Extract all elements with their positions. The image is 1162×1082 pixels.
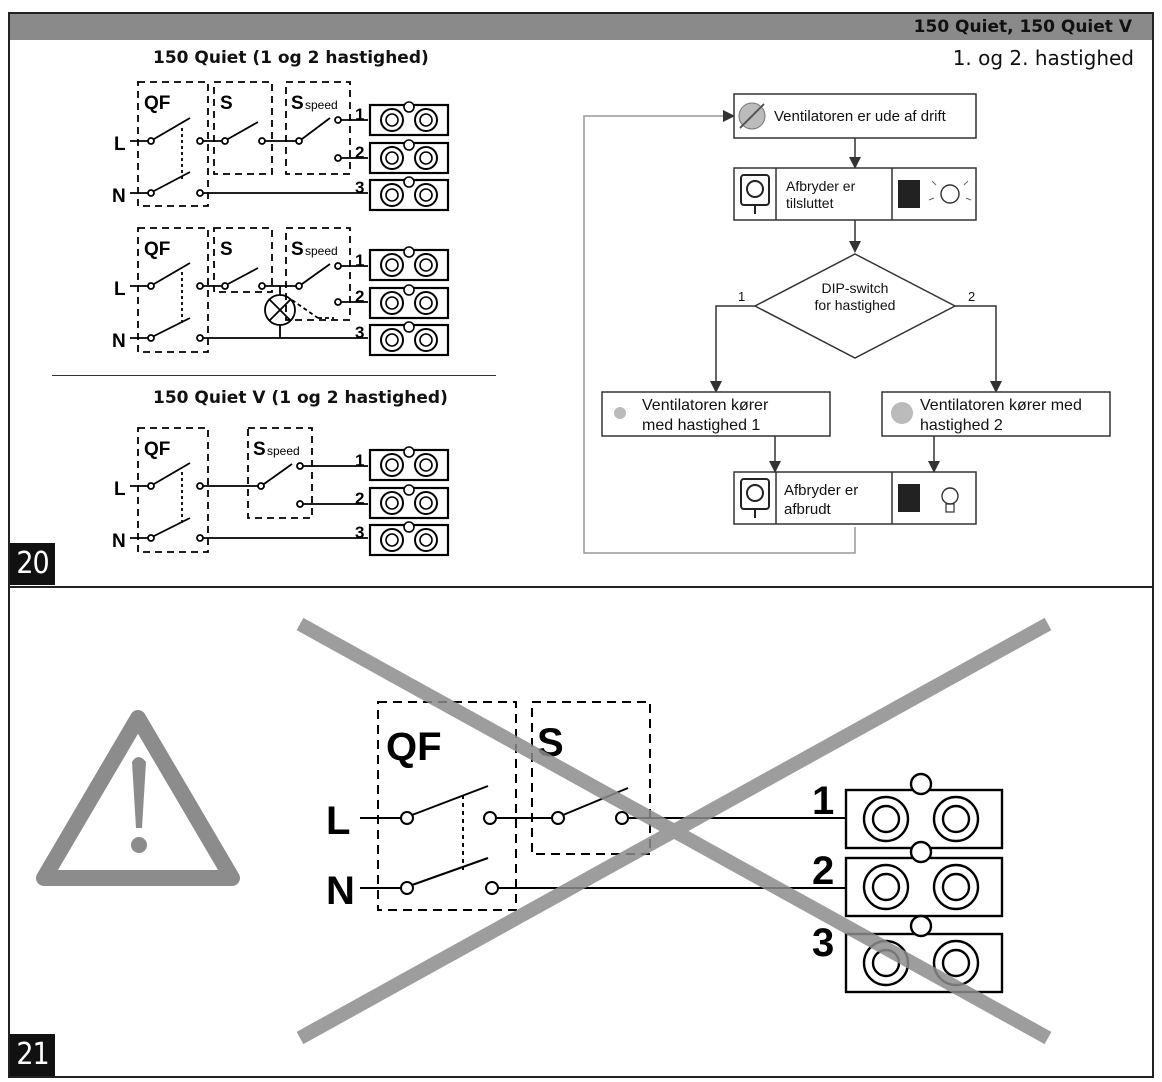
- flowchart-texts: Ventilatoren er ude af drift Afbryder er…: [642, 108, 1082, 518]
- fan-fast-icon: [891, 402, 913, 424]
- header-title: 150 Quiet, 150 Quiet V: [913, 17, 1132, 37]
- qf-label: QF: [144, 439, 170, 460]
- cross-out-mark: [296, 617, 1052, 1045]
- speed2-text-2: hastighed 2: [920, 417, 1003, 434]
- lamp-on-icon: [898, 180, 972, 208]
- terminal-1-label: 1: [355, 251, 364, 270]
- circuit-labels: QF S S speed L N 1 2 3 QF S S speed L N …: [112, 93, 364, 552]
- dip-text-1: DIP-switch: [822, 280, 889, 296]
- disconnected-text-2: afbrudt: [784, 501, 832, 518]
- s-speed-label: S: [291, 93, 304, 114]
- speed1-text-2: med hastighed 1: [642, 417, 760, 434]
- speed-subtitle: 1. og 2. hastighed: [952, 46, 1134, 70]
- qf-label: QF: [144, 93, 170, 114]
- circuit-3: [130, 427, 368, 553]
- page-frame: [8, 12, 1154, 1078]
- qf-label-large: QF: [386, 725, 442, 769]
- terminal-3-label-large: 3: [812, 921, 834, 965]
- qf-label: QF: [144, 239, 170, 260]
- terminal-block-large: [844, 772, 1004, 994]
- connected-text-2: tilsluttet: [786, 195, 834, 211]
- n-label-large: N: [326, 869, 355, 913]
- speed-label: speed: [267, 444, 300, 458]
- terminal-1-label: 1: [355, 451, 364, 470]
- warning-icon: [36, 710, 240, 886]
- fig20-title-bottom: 150 Quiet V (1 og 2 hastighed): [153, 388, 448, 408]
- figure-number-21: 21: [10, 1034, 55, 1076]
- speed-label: speed: [305, 98, 338, 112]
- l-label: L: [114, 279, 126, 300]
- switch-icon: [740, 174, 770, 214]
- fig21-labels: QF S L N 1 2 3: [326, 721, 834, 965]
- flowchart: [583, 93, 1111, 554]
- start-box-text: Ventilatoren er ude af drift: [774, 108, 947, 125]
- fig20-title-top: 150 Quiet (1 og 2 hastighed): [153, 48, 429, 68]
- l-label: L: [114, 479, 126, 500]
- n-label: N: [112, 531, 126, 552]
- branch-2-label: 2: [968, 289, 975, 304]
- fan-off-icon: [738, 102, 766, 130]
- terminal-2-label: 2: [355, 143, 364, 162]
- n-label: N: [112, 331, 126, 352]
- s-speed-label: S: [253, 439, 266, 460]
- n-label: N: [112, 186, 126, 207]
- section-divider: [52, 375, 496, 376]
- speed1-text-1: Ventilatoren kører: [642, 397, 769, 414]
- terminal-2-label-large: 2: [812, 849, 834, 893]
- switch-icon: [740, 478, 770, 518]
- dip-text-2: for hastighed: [815, 297, 896, 313]
- l-label: L: [114, 134, 126, 155]
- figure-number-20: 20: [10, 543, 55, 585]
- circuit-1: [130, 81, 368, 207]
- speed-label: speed: [305, 244, 338, 258]
- terminal-3-label: 3: [355, 523, 364, 542]
- s-speed-label: S: [291, 239, 304, 260]
- terminal-2-label: 2: [355, 489, 364, 508]
- figure-divider: [10, 586, 1152, 588]
- header-bar: [10, 14, 1152, 40]
- branch-1-label: 1: [738, 289, 745, 304]
- s-label: S: [220, 93, 233, 114]
- circuit-2: [130, 227, 368, 353]
- terminal-3-label: 3: [355, 178, 364, 197]
- lamp-off-icon: [898, 484, 959, 513]
- connected-text-1: Afbryder er: [786, 178, 856, 194]
- speed2-text-1: Ventilatoren kører med: [920, 397, 1082, 414]
- terminal-3-label: 3: [355, 323, 364, 342]
- disconnected-text-1: Afbryder er: [784, 482, 858, 499]
- terminal-1-label-large: 1: [812, 779, 834, 823]
- fan-slow-icon: [614, 407, 626, 419]
- l-label-large: L: [326, 799, 350, 843]
- terminal-2-label: 2: [355, 287, 364, 306]
- s-label: S: [220, 239, 233, 260]
- terminal-1-label: 1: [355, 105, 364, 124]
